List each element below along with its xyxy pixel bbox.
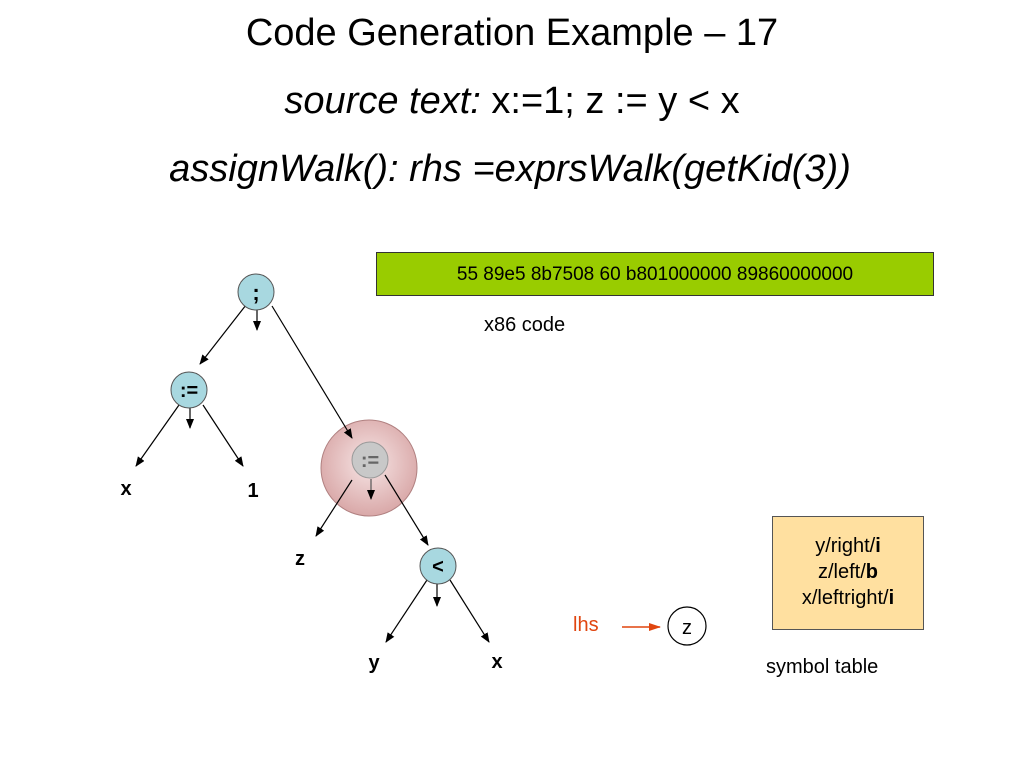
source-label: source text:	[284, 80, 481, 122]
edge-assign1-1	[202, 404, 244, 467]
symbol-entry: x/leftright/i	[801, 587, 895, 609]
call-line: assignWalk(): rhs =exprsWalk(getKid(3))	[169, 148, 851, 190]
edge-root-assign2	[271, 305, 353, 439]
x86-code-box: 55 89e5 8b7508 60 b801000000 89860000000	[376, 252, 934, 296]
leaf-y: y	[368, 652, 380, 674]
symbol-entry: z/left/b	[817, 561, 878, 583]
leaf-1: 1	[247, 480, 258, 502]
symbol-table-box: y/right/i z/left/b x/leftright/i	[772, 516, 924, 630]
leaf-x: x	[120, 478, 131, 500]
edge-assign1-x	[135, 404, 180, 467]
source-text-line: source text: x:=1; z := y < x	[0, 80, 1024, 123]
edge-assign2-z	[315, 479, 353, 537]
assign2-node-label: :=	[361, 450, 379, 472]
slide-title: Code Generation Example – 17	[245, 12, 779, 54]
edge-assign2-compare	[384, 474, 429, 546]
compare-node-label: <	[432, 556, 444, 578]
symbol-table-caption: symbol table	[766, 656, 879, 678]
lhs-value-label: z	[682, 617, 692, 639]
edge-root-assign1	[199, 304, 247, 365]
leaf-z: z	[295, 548, 305, 570]
symbol-entry: y/right/i	[815, 535, 881, 557]
root-node	[237, 273, 275, 311]
x86-code-caption: x86 code	[484, 314, 566, 336]
lhs-label: lhs	[573, 614, 599, 636]
assign1-node-label: :=	[180, 380, 198, 402]
edge-compare-x	[449, 579, 490, 643]
compare-node	[419, 547, 457, 585]
lhs-value-node	[667, 606, 707, 646]
assign1-node	[170, 371, 208, 409]
root-node-label: ;	[252, 280, 259, 305]
source-code: x:=1; z := y < x	[480, 80, 740, 122]
assign2-node	[351, 441, 389, 479]
leaf-x2: x	[491, 651, 502, 673]
edge-compare-y	[385, 579, 428, 643]
